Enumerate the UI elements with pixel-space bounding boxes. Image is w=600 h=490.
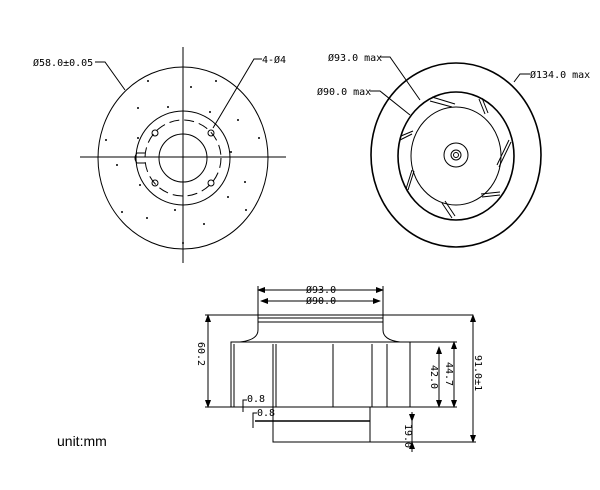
leader-outer-diameter <box>95 61 126 91</box>
shaft-inner <box>450 149 462 161</box>
leader-d90 <box>370 90 411 116</box>
leader-d93 <box>380 56 421 101</box>
impeller-ring <box>397 91 515 221</box>
outer-ring <box>370 62 542 248</box>
outer-disc <box>97 66 269 250</box>
motor-hub <box>272 406 371 443</box>
label-d93-max: Ø93.0 max <box>328 52 382 64</box>
label-holes: 4-Ø4 <box>262 54 286 66</box>
leader-holes <box>212 58 262 129</box>
side-view: Ø93.0 Ø90.0 60.2 42.0 44.7 91.0±1 19.0 0… <box>195 284 483 452</box>
dim-44-7: 44.7 <box>443 362 454 386</box>
label-outer-diameter: Ø58.0±0.05 <box>33 57 93 69</box>
dim-d93: Ø93.0 <box>306 284 336 296</box>
dim-91-0: 91.0±1 <box>472 355 483 391</box>
hidden-circle <box>144 119 222 197</box>
dim-60-2: 60.2 <box>195 342 206 366</box>
mounting-holes <box>151 129 215 187</box>
hub-outline <box>135 110 231 206</box>
impeller-blades <box>399 96 512 219</box>
shaft-hub <box>443 142 469 168</box>
dim-19-0: 19.0 <box>402 424 413 448</box>
dim-gap-0-8-a: 0.8 <box>247 394 265 405</box>
label-d90-max: Ø90.0 max <box>317 86 371 98</box>
key-tab <box>134 152 145 164</box>
front-view: Ø58.0±0.05 4-Ø4 <box>33 47 286 263</box>
rear-view: Ø93.0 max Ø90.0 max Ø134.0 max <box>317 52 590 248</box>
label-d134-max: Ø134.0 max <box>530 69 590 81</box>
unit-label: unit:mm <box>57 433 107 449</box>
inner-hub <box>410 106 502 206</box>
surface-dots <box>105 80 260 244</box>
dim-d90: Ø90.0 <box>306 295 336 307</box>
shaft <box>453 152 459 158</box>
dim-42-0: 42.0 <box>428 365 439 389</box>
bore <box>158 133 208 183</box>
blade-lines <box>233 344 388 407</box>
dim-gap-0-8-b: 0.8 <box>257 408 275 419</box>
leader-d134 <box>513 73 530 83</box>
